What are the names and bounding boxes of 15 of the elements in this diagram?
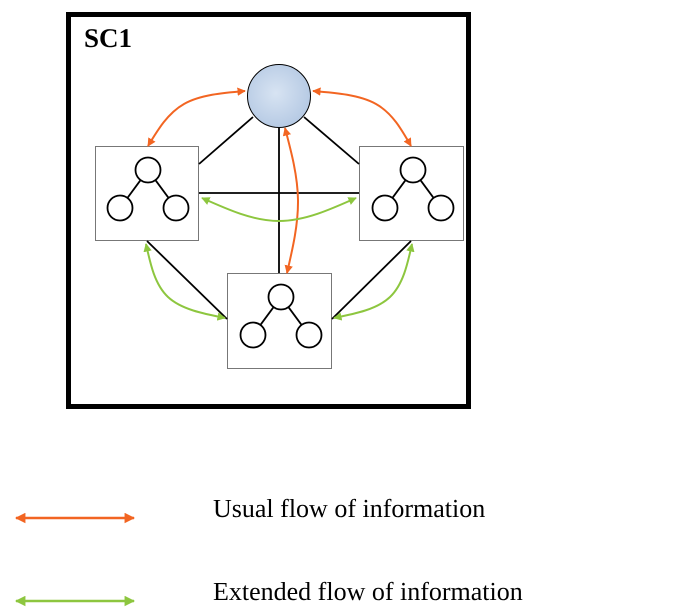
legend-label: Usual flow of information [213,496,486,522]
connector-line [303,116,360,165]
double-arrow [282,127,299,274]
connector-line [198,116,254,165]
legend-label: Extended flow of information [213,579,523,605]
connector-line [278,128,280,273]
tree-box [95,146,199,241]
connector-line [199,192,359,194]
frame-title: SC1 [84,25,132,52]
double-arrow [312,87,412,147]
tree-box [359,146,464,241]
tree-box [227,273,332,369]
frame-box [66,12,471,409]
double-arrow [201,197,357,222]
double-arrow [147,87,246,147]
